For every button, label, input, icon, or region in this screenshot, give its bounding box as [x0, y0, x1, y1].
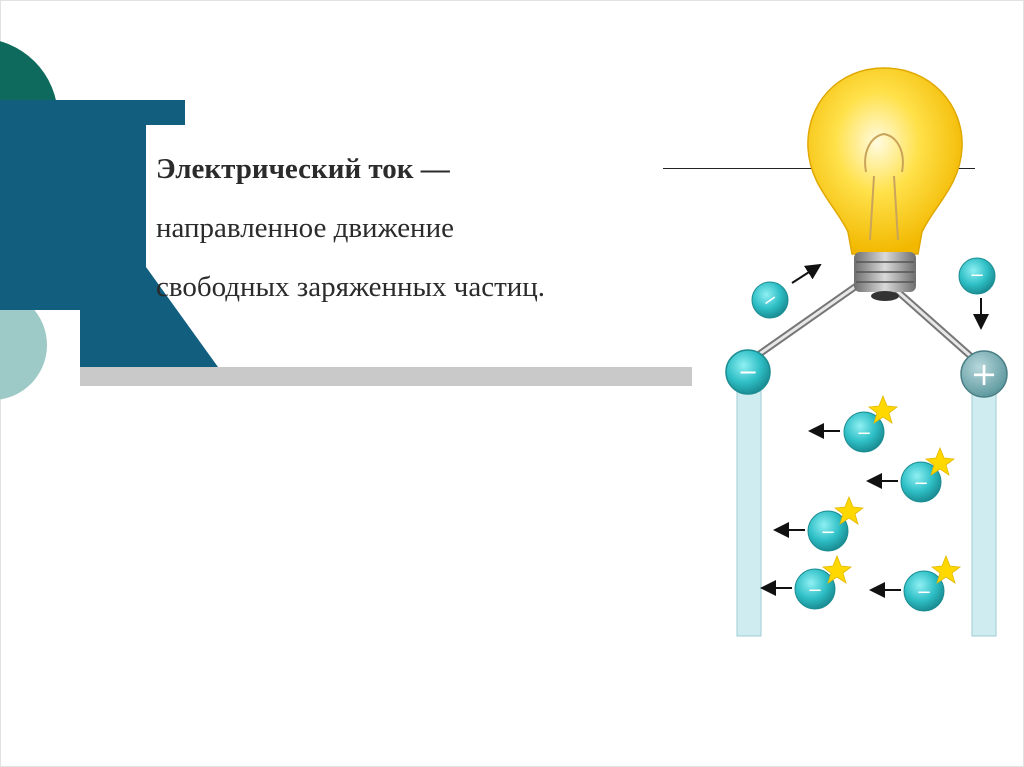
definition-line-2: свободных заряженных частиц.: [156, 271, 546, 303]
free-electron-5: −: [869, 554, 962, 612]
free-electron-2: −: [866, 446, 956, 503]
gray-underline-bar: [80, 367, 692, 386]
svg-text:−: −: [913, 473, 928, 494]
positive-terminal: +: [960, 350, 1008, 398]
free-electron-4: −: [760, 554, 853, 610]
definition-term: Электрический ток —: [156, 153, 450, 185]
svg-text:−: −: [916, 582, 931, 603]
negative-terminal: −: [725, 349, 771, 395]
spark-star-icon: [930, 554, 962, 584]
spark-star-icon: [924, 446, 956, 476]
wires: [745, 279, 987, 371]
light-bulb: [807, 67, 963, 301]
svg-text:−: −: [807, 580, 822, 601]
spark-star-icon: [833, 495, 865, 525]
svg-text:−: −: [969, 265, 984, 286]
definition-line-1: направленное движение: [156, 212, 454, 244]
blue-banner: [0, 100, 218, 367]
positive-electrode: [971, 387, 997, 637]
negative-electrode: [736, 385, 762, 637]
free-electron-1: −: [808, 394, 899, 453]
svg-text:−: −: [820, 522, 835, 543]
wire-electron-right: −: [958, 257, 996, 330]
wire-electron-left: −: [751, 263, 822, 319]
current-diagram: − + − − − − − − −: [725, 67, 1008, 637]
positive-terminal-sign: +: [971, 355, 998, 393]
negative-terminal-sign: −: [738, 358, 758, 386]
definition-text: Электрический ток — направленное движени…: [156, 140, 716, 317]
spark-star-icon: [867, 394, 899, 424]
svg-text:−: −: [856, 423, 871, 444]
spark-star-icon: [821, 554, 853, 584]
light-teal-circle: [0, 290, 47, 400]
free-electron-3: −: [773, 495, 865, 552]
